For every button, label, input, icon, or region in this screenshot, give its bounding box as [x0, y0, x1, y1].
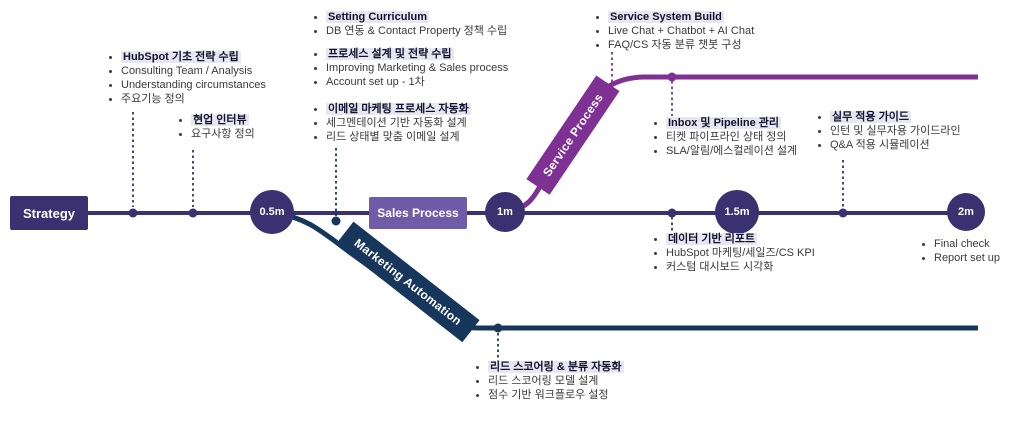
annotation-setting-curriculum: Setting Curriculum DB 연동 & Contact Prope…: [313, 10, 507, 38]
annotation-service-system: Service System Build Live Chat + Chatbot…: [595, 10, 754, 52]
annotation-item: 리드 스코어링 모델 설계: [488, 374, 624, 388]
annotation-item: Understanding circumstances: [121, 78, 266, 92]
annotation-item: Account set up - 1차: [326, 75, 508, 89]
dot-lead-scoring: [493, 323, 503, 333]
annotation-title: Service System Build: [608, 10, 754, 24]
milestone-1-5m: 1.5m: [715, 190, 759, 234]
annotation-item: 주요기능 정의: [121, 92, 266, 106]
dot-data-report: [667, 208, 677, 218]
annotation-title: 현업 인터뷰: [191, 113, 255, 127]
dot-field-interview: [188, 208, 198, 218]
annotation-title: 프로세스 설계 및 전략 수립: [326, 47, 508, 61]
annotation-title: Inbox 및 Pipeline 관리: [666, 116, 797, 130]
annotation-item: 점수 기반 워크플로우 설정: [488, 388, 624, 402]
annotation-title-text: 데이터 기반 리포트: [666, 233, 758, 245]
milestone-2m: 2m: [947, 193, 985, 231]
annotation-process-design: 프로세스 설계 및 전략 수립 Improving Marketing & Sa…: [313, 47, 508, 89]
annotation-title-text: 프로세스 설계 및 전략 수립: [326, 48, 454, 60]
milestone-sales-process-label: Sales Process: [377, 206, 459, 220]
annotation-field-interview: 현업 인터뷰 요구사항 정의: [178, 113, 255, 141]
annotation-practical-guide: 실무 적용 가이드 인턴 및 실무자용 가이드라인 Q&A 적용 시뮬레이션: [817, 110, 961, 152]
dot-hubspot-basic: [128, 208, 138, 218]
milestone-strategy-label: Strategy: [22, 205, 76, 221]
annotation-item: Final check: [934, 237, 1000, 251]
annotation-title: 데이터 기반 리포트: [666, 232, 815, 246]
annotation-final-steps: Final check Report set up: [921, 237, 1000, 265]
annotation-title-text: 이메일 마케팅 프로세스 자동화: [326, 103, 471, 115]
milestone-1-5m-label: 1.5m: [724, 206, 750, 218]
annotation-item: Q&A 적용 시뮬레이션: [830, 138, 961, 152]
annotation-item: Improving Marketing & Sales process: [326, 61, 508, 75]
milestone-strategy: Strategy: [10, 196, 88, 230]
annotation-item: Report set up: [934, 251, 1000, 265]
annotation-item: HubSpot 마케팅/세일즈/CS KPI: [666, 246, 815, 260]
annotation-inbox-pipeline: Inbox 및 Pipeline 관리 티켓 파이프라인 상태 정의 SLA/알…: [653, 116, 797, 158]
annotation-lead-scoring: 리드 스코어링 & 분류 자동화 리드 스코어링 모델 설계 점수 기반 워크플…: [475, 360, 624, 402]
milestone-sales-process: Sales Process: [369, 197, 467, 229]
milestone-1m: 1m: [485, 192, 525, 232]
annotation-title: 이메일 마케팅 프로세스 자동화: [326, 102, 471, 116]
annotation-data-report: 데이터 기반 리포트 HubSpot 마케팅/세일즈/CS KPI 커스텀 대시…: [653, 232, 815, 274]
annotation-item: SLA/알림/에스컬레이션 설계: [666, 144, 797, 158]
annotation-item: 리드 상태별 맞춤 이메일 설계: [326, 130, 471, 144]
annotation-item: 요구사항 정의: [191, 127, 255, 141]
milestone-2m-label: 2m: [958, 206, 974, 218]
annotation-item: 커스텀 대시보드 시각화: [666, 260, 815, 274]
annotation-title-text: Setting Curriculum: [326, 11, 430, 23]
milestone-0-5m: 0.5m: [250, 190, 294, 234]
annotation-item: 인턴 및 실무자용 가이드라인: [830, 124, 961, 138]
annotation-item: Consulting Team / Analysis: [121, 64, 266, 78]
annotation-title: Setting Curriculum: [326, 10, 507, 24]
dot-email-automation: [331, 216, 341, 226]
annotation-title-text: Inbox 및 Pipeline 관리: [666, 117, 782, 129]
dot-inbox-pipeline: [667, 72, 677, 82]
annotation-item: FAQ/CS 자동 분류 챗봇 구성: [608, 38, 754, 52]
annotation-item: DB 연동 & Contact Property 정책 수립: [326, 24, 507, 38]
annotation-item: 세그멘테이션 기반 자동화 설계: [326, 116, 471, 130]
annotation-title: 리드 스코어링 & 분류 자동화: [488, 360, 624, 374]
annotation-title: 실무 적용 가이드: [830, 110, 961, 124]
annotation-item: Live Chat + Chatbot + AI Chat: [608, 24, 754, 38]
milestone-0-5m-label: 0.5m: [259, 206, 285, 218]
annotation-title: HubSpot 기초 전략 수립: [121, 50, 266, 64]
dot-practical-guide: [838, 208, 848, 218]
annotation-title-text: 현업 인터뷰: [191, 114, 249, 126]
annotation-email-automation: 이메일 마케팅 프로세스 자동화 세그멘테이션 기반 자동화 설계 리드 상태별…: [313, 102, 471, 144]
annotation-title-text: 리드 스코어링 & 분류 자동화: [488, 361, 624, 373]
annotation-title-text: HubSpot 기초 전략 수립: [121, 51, 241, 63]
annotation-item: 티켓 파이프라인 상태 정의: [666, 130, 797, 144]
annotation-hubspot-basic: HubSpot 기초 전략 수립 Consulting Team / Analy…: [108, 50, 266, 106]
annotation-title-text: Service System Build: [608, 11, 724, 23]
milestone-1m-label: 1m: [497, 206, 513, 218]
annotation-title-text: 실무 적용 가이드: [830, 111, 911, 123]
